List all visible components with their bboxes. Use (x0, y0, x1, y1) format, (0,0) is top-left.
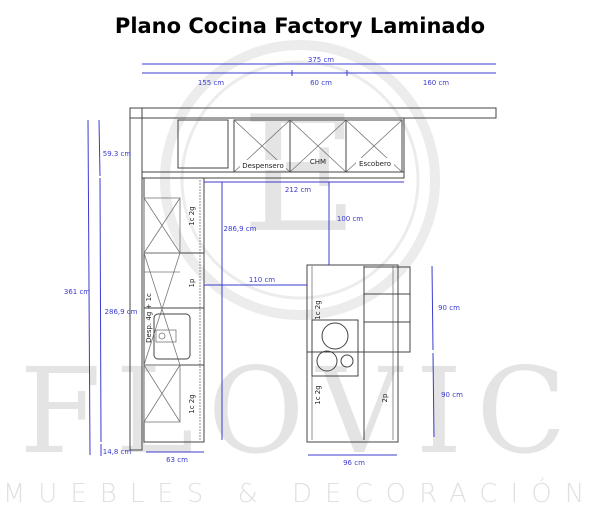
dim-island-h1: 90 cm (438, 304, 460, 312)
island: 1c 2g 1c 2g 2p (306, 264, 411, 443)
dim-total-height: 361 cm (64, 288, 90, 296)
dim-island-width: 96 cm (343, 459, 365, 467)
watermark-tagline: MUEBLES & DECORACIÓN (3, 477, 597, 509)
dim-island-gap-top: 100 cm (337, 215, 363, 223)
label-island-right: 2p (381, 393, 389, 402)
island-shelves (363, 266, 411, 353)
left-run: 1c 2g 1p Desp. 4g + 1c 1c 2g (143, 177, 205, 443)
dim-seg2: 60 cm (310, 79, 332, 87)
label-left-top: 1c 2g (188, 206, 196, 225)
label-left-mid: 1p (188, 278, 196, 287)
sink (153, 313, 191, 360)
dim-seg3: 160 cm (423, 79, 449, 87)
cooktop (311, 319, 359, 377)
dim-counter-gap: 212 cm (285, 186, 311, 194)
dim-left-depth: 63 cm (166, 456, 188, 464)
dim-island-gap-left: 110 cm (249, 276, 275, 284)
dim-left-run: 286,9 cm (105, 308, 138, 316)
dim-total-width: 375 cm (308, 56, 334, 64)
label-chm: CHM (310, 158, 326, 166)
watermark-circle (160, 40, 440, 320)
upper-cabinets: Despensero CHM Escobero (141, 117, 405, 179)
dim-bottom-offset: 14,8 cm (103, 448, 132, 456)
fridge (177, 119, 229, 169)
watermark-letter: E (242, 81, 359, 268)
label-island-top: 1c 2g (314, 300, 322, 319)
dimension-lines: 375 cm 155 cm 60 cm 160 cm 212 cm 286,9 … (64, 56, 496, 467)
dim-island-h2: 90 cm (441, 391, 463, 399)
label-left-sink: Desp. 4g + 1c (145, 293, 153, 343)
label-left-bottom: 1c 2g (188, 394, 196, 413)
plan-title: Plano Cocina Factory Laminado (114, 14, 486, 38)
label-escobero: Escobero (359, 160, 391, 168)
dim-left-run-inner: 286,9 cm (224, 225, 257, 233)
label-island-bottom: 1c 2g (314, 385, 322, 404)
dim-upper-depth: 59.3 cm (103, 150, 132, 158)
left-wall (129, 107, 143, 451)
dim-seg1: 155 cm (198, 79, 224, 87)
watermark-brand: FLOVIC (19, 342, 580, 480)
watermark: E FLOVIC MUEBLES & DECORACIÓN (3, 40, 597, 509)
label-despensero: Despensero (242, 162, 284, 170)
